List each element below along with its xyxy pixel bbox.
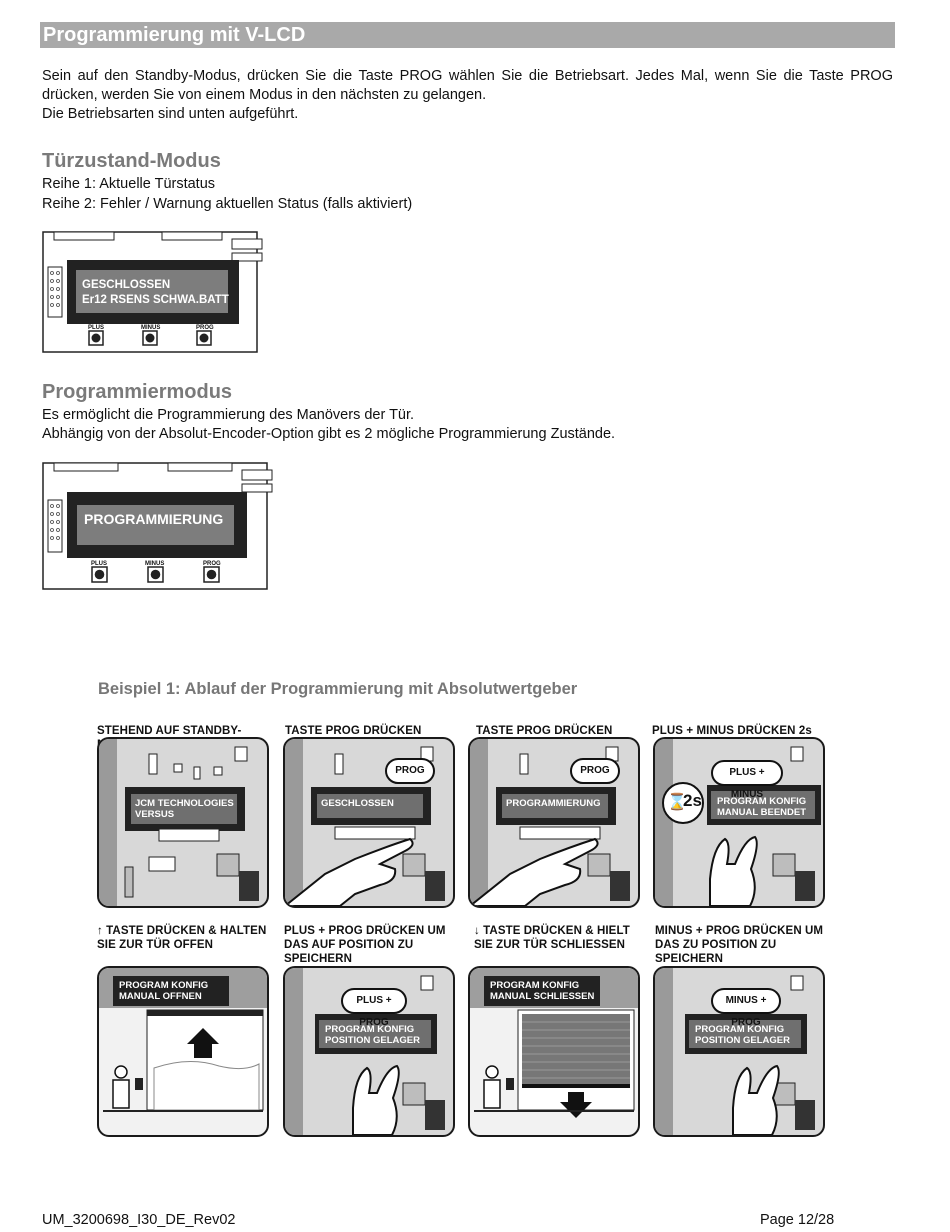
- step-6-bubble: PLUS + PROG: [341, 988, 407, 1028]
- step-6-caption: PLUS + PROG DRÜCKEN UM DAS AUF POSITION …: [284, 925, 446, 965]
- step-7-lcd-2: MANUAL SCHLIESSEN: [490, 991, 595, 1002]
- footer-page-number: Page 12/28: [760, 1212, 835, 1228]
- step-8-panel: MINUS + PROG PROGRAM KONFIG POSITION GEL…: [653, 966, 825, 1137]
- step-6-lcd-2: POSITION GELAGER: [325, 1035, 421, 1046]
- step-5-caption: ↑ TASTE DRÜCKEN & HALTEN SIE ZUR TÜR OFF…: [97, 925, 267, 951]
- prog-mode-heading: Programmiermodus: [42, 381, 233, 403]
- door-mode-heading: Türzustand-Modus: [42, 150, 221, 172]
- step-8-caption: MINUS + PROG DRÜCKEN UM DAS ZU POSITION …: [655, 925, 824, 965]
- step-5-panel: PROGRAM KONFIG MANUAL OFFNEN: [97, 966, 269, 1137]
- step-2-panel: PROG GESCHLOSSEN: [283, 737, 455, 908]
- step-5-lcd-2: MANUAL OFFNEN: [119, 991, 202, 1002]
- step-4-lcd-2: MANUAL BEENDET: [717, 807, 807, 818]
- step-1-lcd-2: VERSUS: [135, 809, 175, 820]
- lcd-row-2: Er12 RSENS SCHWA.BATT: [82, 294, 229, 306]
- step-4-caption: PLUS + MINUS DRÜCKEN 2s: [652, 725, 812, 737]
- step-3-bubble: PROG: [570, 758, 620, 784]
- prog-mode-line2: Abhängig von der Absolut-Encoder-Option …: [42, 426, 616, 442]
- intro-paragraph: Sein auf den Standby-Modus, drücken Sie …: [42, 68, 893, 103]
- step-4-bubble: PLUS + MINUS: [711, 760, 783, 800]
- step-8-lcd-2: POSITION GELAGER: [695, 1035, 791, 1046]
- hourglass-icon: ⌛: [667, 794, 687, 811]
- step-6-lcd-1: PROGRAM KONFIG: [325, 1024, 415, 1035]
- step-2-lcd-1: GESCHLOSSEN: [321, 798, 394, 809]
- step-7-panel: PROGRAM KONFIG MANUAL SCHLIESSEN: [468, 966, 640, 1137]
- lcd-row-1: GESCHLOSSEN: [82, 279, 171, 291]
- prog-mode-line1: Es ermöglicht die Programmierung des Man…: [42, 407, 415, 423]
- prog-label: PROG: [196, 325, 214, 331]
- step-4-timer: 2s: [683, 791, 702, 810]
- step-1-lcd-1: JCM TECHNOLOGIES: [135, 798, 234, 809]
- door-mode-line2: Reihe 2: Fehler / Warnung aktuellen Stat…: [42, 196, 413, 212]
- minus-label: MINUS: [141, 325, 161, 331]
- step-4-lcd-1: PROGRAM KONFIG: [717, 796, 807, 807]
- step-5-lcd-1: PROGRAM KONFIG: [119, 980, 209, 991]
- step-8-bubble: MINUS + PROG: [711, 988, 781, 1028]
- step-3-caption: TASTE PROG DRÜCKEN: [476, 725, 613, 737]
- step-3-lcd-1: PROGRAMMIERUNG: [506, 798, 601, 809]
- step-2-bubble: PROG: [385, 758, 435, 784]
- step-3-panel: PROG PROGRAMMIERUNG: [468, 737, 640, 908]
- footer-doc-id: UM_3200698_I30_DE_Rev02: [42, 1212, 236, 1228]
- lcd-board-programming: PROGRAMMIERUNG PLUS MINUS PROG: [42, 460, 274, 592]
- lcd-row-1: PROGRAMMIERUNG: [84, 511, 224, 527]
- step-4-panel: PLUS + MINUS ⌛ 2s PROGRAM KONFIG MANUAL …: [653, 737, 825, 908]
- lcd-board-door-status: GESCHLOSSEN Er12 RSENS SCHWA.BATT PLUS M…: [42, 229, 264, 355]
- intro-note: Die Betriebsarten sind unten aufgeführt.: [42, 106, 299, 122]
- step-2-caption: TASTE PROG DRÜCKEN: [285, 725, 422, 737]
- plus-label: PLUS: [91, 561, 108, 567]
- plus-label: PLUS: [88, 325, 105, 331]
- prog-label: PROG: [203, 561, 221, 567]
- door-mode-line1: Reihe 1: Aktuelle Türstatus: [42, 176, 216, 192]
- step-7-caption: ↓ TASTE DRÜCKEN & HIELT SIE ZUR TÜR SCHL…: [474, 925, 630, 951]
- minus-label: MINUS: [145, 561, 165, 567]
- step-7-lcd-1: PROGRAM KONFIG: [490, 980, 580, 991]
- section-title: Programmierung mit V-LCD: [40, 22, 895, 48]
- step-6-panel: PLUS + PROG PROGRAM KONFIG POSITION GELA…: [283, 966, 455, 1137]
- step-8-lcd-1: PROGRAM KONFIG: [695, 1024, 785, 1035]
- step-1-panel: JCM TECHNOLOGIES VERSUS: [97, 737, 269, 908]
- example-title: Beispiel 1: Ablauf der Programmierung mi…: [98, 680, 578, 698]
